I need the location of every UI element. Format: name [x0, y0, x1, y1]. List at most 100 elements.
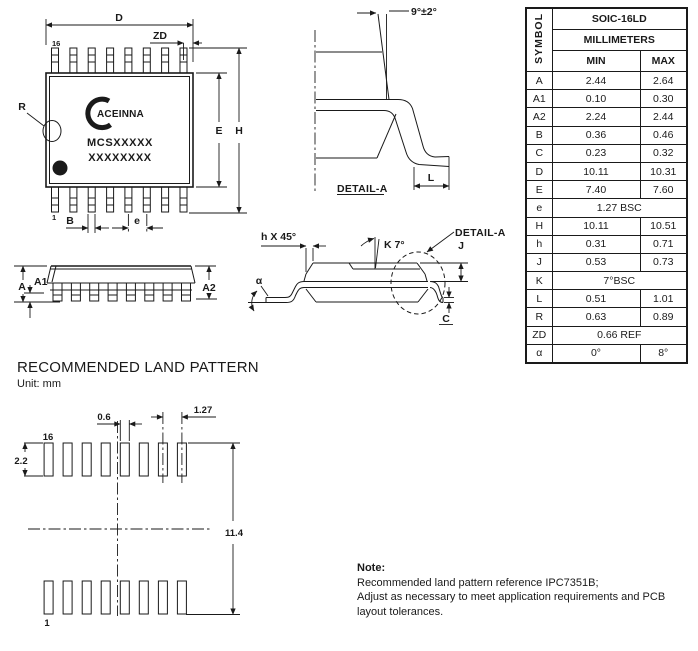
- pin: [161, 186, 170, 213]
- dim-b-label: B: [66, 215, 74, 227]
- pin: [70, 282, 81, 302]
- dim-b: B: [66, 214, 109, 233]
- note-line: Recommended land pattern reference IPC73…: [357, 576, 599, 589]
- dim-pattern-span: 11.4: [186, 442, 244, 615]
- dim-pattern-span-label: 11.4: [225, 528, 244, 539]
- note-line: Adjust as necessary to meet application …: [357, 591, 666, 603]
- pin: [162, 282, 173, 302]
- dim-pad-pitch-label: 1.27: [194, 405, 213, 416]
- pin: [107, 282, 118, 302]
- detail-a-callout: DETAIL-A: [390, 227, 506, 315]
- dim-a-label: A: [18, 281, 26, 293]
- profile-view: K 7° α h X 45°: [248, 227, 506, 325]
- table-max-header: MAX: [639, 50, 688, 72]
- dim-zd-label: ZD: [153, 30, 167, 42]
- detail-a-callout-label: DETAIL-A: [455, 227, 506, 239]
- land-pattern: RECOMMENDED LAND PATTERN Unit: mm 16 1: [14, 359, 258, 629]
- dim-e: E: [196, 72, 227, 188]
- top-view: ACEINNA MCSXXXXX XXXXXXXX 16 1 D ZD R: [18, 12, 247, 233]
- dim-a2: A2: [196, 265, 217, 300]
- pad: [62, 442, 73, 477]
- land-pattern-title: RECOMMENDED LAND PATTERN: [17, 359, 259, 376]
- dim-r: R: [18, 101, 45, 127]
- pad: [176, 580, 187, 615]
- pad: [62, 580, 73, 615]
- dim-k: K 7°: [360, 237, 405, 269]
- dim-pad-height-label: 2.2: [14, 456, 27, 467]
- land-pattern-pads-top: [43, 442, 187, 477]
- pad: [138, 442, 149, 477]
- pin16-label: 16: [52, 39, 60, 48]
- pad: [100, 580, 111, 615]
- dim-l-label: L: [428, 172, 435, 184]
- dim-a: A: [18, 265, 26, 303]
- land-pattern-unit: Unit: mm: [17, 378, 61, 390]
- pad: [157, 580, 168, 615]
- note-block: Note: Recommended land pattern reference…: [357, 561, 665, 619]
- pin: [161, 47, 170, 74]
- pin: [124, 47, 133, 74]
- dim-r-label: R: [18, 101, 26, 113]
- dim-l: L: [413, 167, 450, 190]
- note-line: layout tolerances.: [357, 605, 444, 618]
- pin: [106, 186, 115, 213]
- pad: [119, 580, 130, 615]
- dim-j: J: [420, 240, 468, 282]
- dim-pad-width-label: 0.6: [97, 412, 110, 423]
- dim-d-label: D: [115, 12, 123, 24]
- pin1-label: 1: [52, 213, 56, 222]
- pin: [52, 282, 63, 302]
- pin: [87, 186, 96, 213]
- dim-pad-pitch: 1.27: [151, 405, 216, 483]
- side-view-pins: [52, 282, 191, 302]
- dim-pad-height: 2.2: [14, 442, 43, 477]
- pin: [69, 186, 78, 213]
- dim-c: C: [439, 287, 454, 325]
- pin: [69, 47, 78, 74]
- dim-zd: ZD: [150, 30, 202, 60]
- dim-chamfer-label: h X 45°: [261, 231, 296, 243]
- dim-h: H: [189, 47, 247, 214]
- pad: [81, 580, 92, 615]
- land-pin16-label: 16: [43, 432, 54, 443]
- dim-e-label: E: [215, 125, 222, 137]
- aceinna-logo-icon: [85, 96, 112, 131]
- pin: [89, 282, 100, 302]
- pin: [181, 282, 191, 302]
- pin: [179, 186, 188, 213]
- table-units: MILLIMETERS: [551, 29, 688, 51]
- dim-k-label: K 7°: [384, 239, 405, 251]
- dim-chamfer: h X 45°: [261, 231, 326, 272]
- pad: [43, 442, 54, 477]
- marking-line2: XXXXXXXX: [88, 152, 152, 164]
- pad: [138, 580, 149, 615]
- pad: [119, 442, 130, 477]
- dim-alpha: α: [248, 275, 269, 312]
- dim-a1: A1: [24, 276, 48, 318]
- dim-d: D: [45, 12, 194, 62]
- pin: [51, 47, 59, 74]
- dim-c-label: C: [442, 313, 450, 325]
- logo-text: ACEINNA: [97, 109, 144, 120]
- dim-h-label: H: [235, 125, 243, 137]
- marking-line1: MCSXXXXX: [87, 137, 153, 149]
- dim-j-label: J: [458, 240, 464, 252]
- corner-notch: [42, 120, 62, 142]
